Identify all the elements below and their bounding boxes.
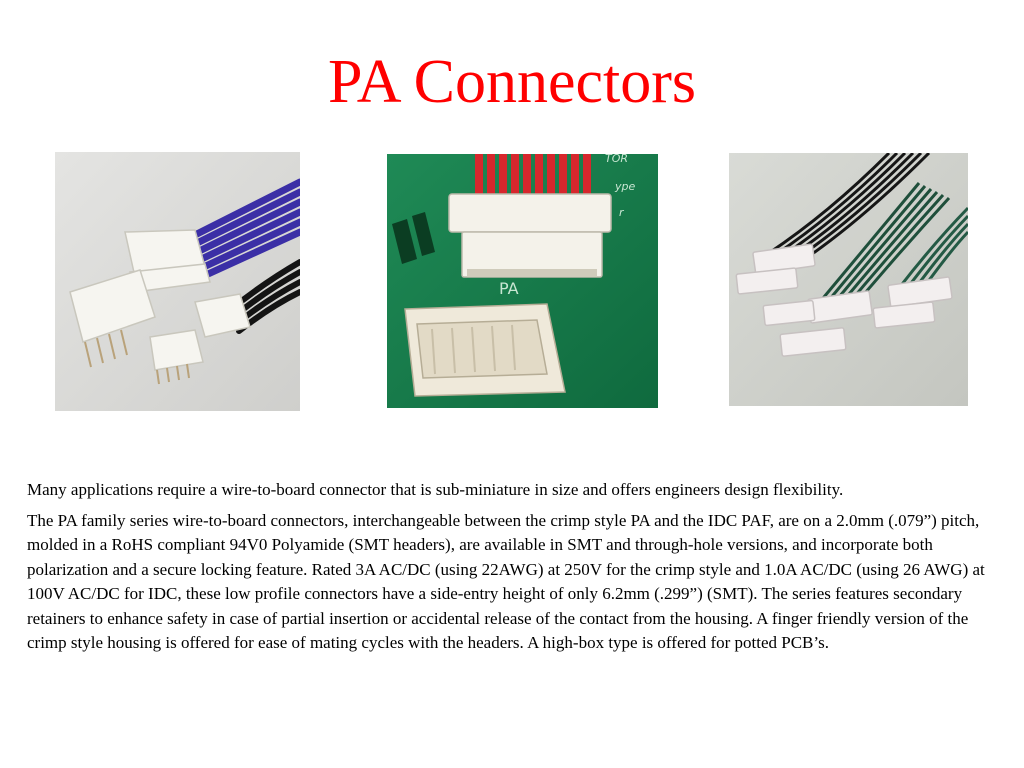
connector-photo-1 xyxy=(55,152,300,411)
connector-photo-blue-black-wires-icon xyxy=(55,152,300,411)
pcb-fragment-text-3: r xyxy=(619,206,625,219)
pcb-fragment-text-1: TOR xyxy=(605,154,628,165)
pcb-label-text: PA xyxy=(499,279,519,298)
slide-title: PA Connectors xyxy=(327,48,697,116)
description-paragraph-1: Many applications require a wire-to-boar… xyxy=(27,480,844,499)
connector-photo-3 xyxy=(729,153,968,406)
pcb-fragment-text-2: ype xyxy=(614,180,635,193)
connector-photo-idc-ribbon-cables-icon xyxy=(729,153,968,406)
description-paragraph-2: The PA family series wire-to-board conne… xyxy=(27,510,985,653)
connector-photo-2: PA TOR ype r xyxy=(387,154,658,408)
description-text: Many applications require a wire-to-boar… xyxy=(27,478,997,662)
connector-photo-green-pcb-red-wires-icon: PA TOR ype r xyxy=(387,154,658,408)
